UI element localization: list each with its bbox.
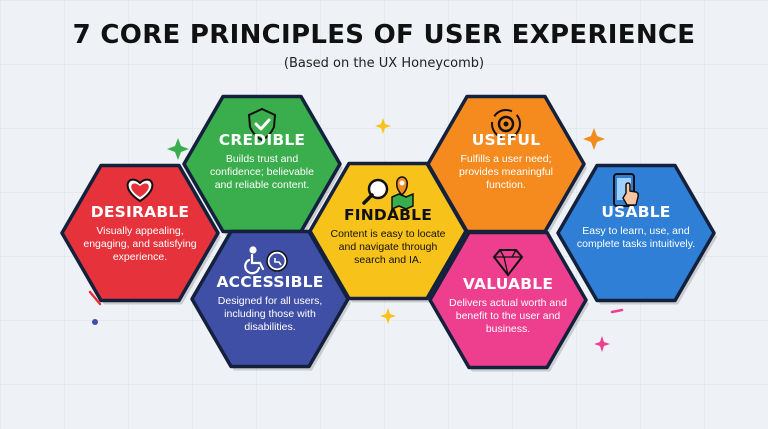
hex-usable (556, 163, 716, 303)
principle-title: ACCESSIBLE (216, 273, 324, 291)
principle-usable: USABLE Easy to learn, use, and complete t… (574, 203, 698, 251)
principle-useful: USEFUL Fulfills a user need; provides mea… (444, 131, 568, 191)
wheelchair-icon (244, 246, 288, 275)
principle-valuable: VALUABLE Delivers actual worth and benefi… (446, 275, 570, 335)
principle-accessible: ACCESSIBLE Designed for all users, includ… (208, 273, 332, 333)
shield-check-icon (247, 107, 277, 142)
principle-description: Builds trust and confidence; believable … (210, 153, 314, 191)
principle-description: Content is easy to locate and navigate t… (330, 228, 446, 266)
principle-findable: FINDABLE Content is easy to locate and na… (326, 206, 450, 266)
principle-title: FINDABLE (343, 206, 433, 224)
principle-title: DESIRABLE (90, 203, 190, 221)
principle-title: CREDIBLE (218, 131, 306, 149)
page-subtitle: (Based on the UX Honeycomb) (283, 56, 485, 71)
principle-description: Designed for all users, including those … (217, 295, 323, 333)
principle-title: VALUABLE (462, 275, 554, 293)
principle-description: Easy to learn, use, and complete tasks i… (576, 225, 696, 250)
magnifier-map-icon (362, 176, 414, 211)
diamond-icon (492, 249, 524, 277)
principle-credible: CREDIBLE Builds trust and confidence; bel… (200, 131, 324, 191)
page-title: 7 CORE PRINCIPLES OF USER EXPERIENCE (72, 20, 696, 50)
phone-tap-icon (613, 173, 639, 207)
principle-description: Delivers actual worth and benefit to the… (449, 297, 567, 335)
hex-desirable (60, 163, 220, 303)
principle-description: Fulfills a user need; provides meaningfu… (459, 153, 553, 191)
principle-description: Visually appealing, engaging, and satisf… (83, 225, 197, 263)
principle-desirable: DESIRABLE Visually appealing, engaging, a… (78, 203, 202, 263)
principle-title: USEFUL (471, 131, 541, 149)
gear-cycle-icon (491, 109, 521, 139)
heart-icon (126, 178, 154, 203)
hex-valuable (428, 230, 588, 370)
principle-title: USABLE (601, 203, 671, 221)
